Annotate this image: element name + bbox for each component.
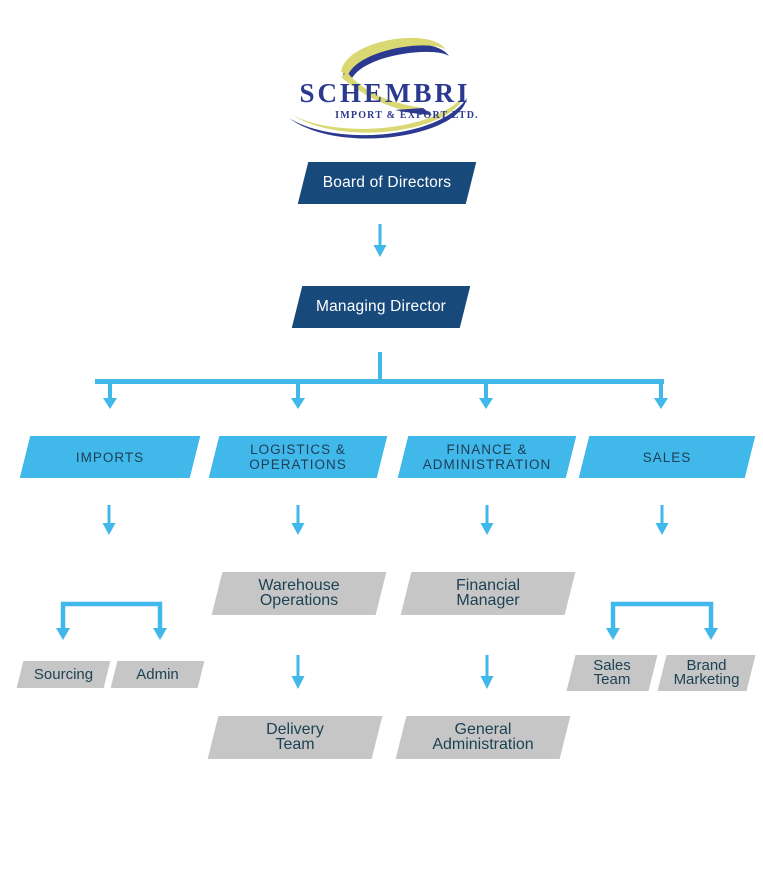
- node-sales-label: SALES: [642, 449, 692, 465]
- node-finance-administration-line2: ADMINISTRATION: [422, 457, 552, 472]
- logo-swoosh-middle-shadow: [395, 108, 432, 115]
- node-sales-team-line2: Team: [593, 671, 631, 688]
- logo-swoosh-bottom-shadow: [289, 98, 467, 139]
- node-general-administration-line2: Administration: [432, 735, 534, 753]
- node-admin-label: Admin: [136, 665, 179, 683]
- node-delivery-team-line1: Delivery: [266, 721, 324, 738]
- node-sales: SALES: [578, 436, 756, 478]
- node-financial-manager-line2: Manager: [456, 591, 520, 609]
- node-financial-manager-line1: Financial: [455, 577, 521, 594]
- node-warehouse-operations-line1: Warehouse: [258, 577, 340, 594]
- node-brand-marketing-line2: Marketing: [673, 671, 740, 688]
- node-general-administration-line1: General: [454, 721, 512, 738]
- node-sales-team: Sales Team: [566, 655, 658, 691]
- logo-tagline: IMPORT & EXPORT LTD.: [335, 110, 479, 121]
- node-sales-team-line1: Sales: [593, 657, 631, 674]
- node-brand-marketing: Brand Marketing: [657, 655, 756, 691]
- node-finance-administration: FINANCE & ADMINISTRATION: [397, 436, 577, 478]
- node-logistics-operations-line1: LOGISTICS &: [250, 442, 346, 457]
- node-managing-director-label: Managing Director: [315, 298, 447, 315]
- node-imports-label: IMPORTS: [75, 449, 145, 465]
- node-brand-marketing-line1: Brand: [686, 657, 727, 674]
- node-board-of-directors: Board of Directors: [297, 162, 477, 204]
- node-managing-director: Managing Director: [291, 286, 471, 328]
- node-logistics-operations: LOGISTICS & OPERATIONS: [208, 436, 388, 478]
- logo-swoosh-top: [341, 37, 446, 75]
- node-warehouse-operations-line2: Operations: [259, 591, 339, 609]
- company-logo: SCHEMBRI IMPORT & EXPORT LTD.: [289, 37, 479, 139]
- node-logistics-operations-line2: OPERATIONS: [249, 457, 347, 472]
- node-delivery-team-line2: Team: [275, 735, 315, 753]
- node-general-administration: General Administration: [395, 716, 571, 759]
- node-warehouse-operations: Warehouse Operations: [211, 572, 387, 615]
- node-admin: Admin: [110, 661, 205, 688]
- logo-swoosh-bottom: [291, 94, 465, 133]
- node-sourcing-label: Sourcing: [33, 665, 94, 683]
- node-finance-administration-line1: FINANCE &: [446, 442, 528, 457]
- node-sourcing: Sourcing: [16, 661, 111, 688]
- logo-wordmark: SCHEMBRI: [299, 78, 470, 108]
- node-board-of-directors-label: Board of Directors: [322, 174, 452, 191]
- node-imports: IMPORTS: [19, 436, 201, 478]
- node-financial-manager: Financial Manager: [400, 572, 576, 615]
- node-delivery-team: Delivery Team: [207, 716, 383, 759]
